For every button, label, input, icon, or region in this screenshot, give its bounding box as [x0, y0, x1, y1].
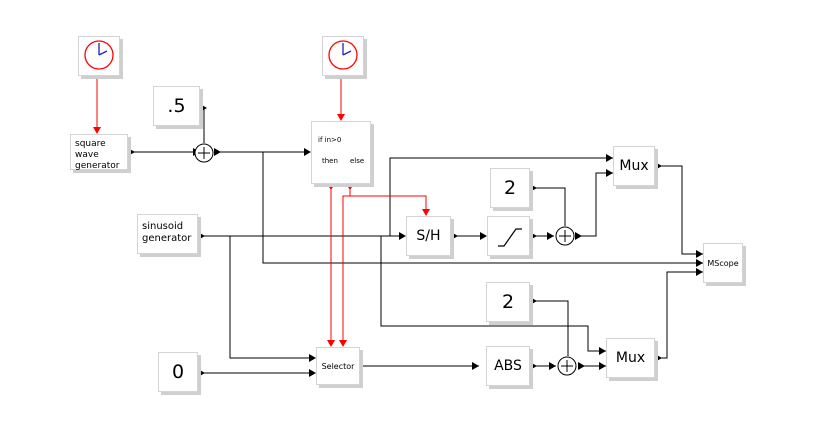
arrowhead	[655, 354, 662, 362]
constant-zero-block[interactable]: 0	[158, 352, 198, 392]
abs-block[interactable]: ABS	[486, 346, 530, 386]
selector-label: Selector	[321, 361, 355, 371]
selector-block[interactable]: Selector	[316, 347, 360, 385]
arrowhead	[696, 268, 703, 276]
link-sin-to-mux-bottom[interactable]	[380, 236, 606, 352]
link-two-a-to-sum[interactable]	[530, 187, 566, 226]
arrowhead	[530, 232, 537, 240]
arrowhead	[472, 362, 479, 370]
saturation-block[interactable]	[487, 216, 530, 256]
sum-block-2[interactable]	[554, 225, 576, 247]
sum-block-1[interactable]	[193, 142, 215, 164]
mux-block-top[interactable]: Mux	[613, 146, 655, 186]
arrowhead	[606, 169, 613, 177]
arrowhead	[530, 297, 537, 305]
arrowhead	[198, 369, 205, 377]
event-arrowhead	[337, 114, 345, 121]
mux-top-label: Mux	[619, 158, 649, 174]
arrowhead	[547, 232, 554, 240]
arrowhead	[578, 362, 585, 370]
arrowhead	[655, 162, 662, 170]
mux-bottom-label: Mux	[615, 350, 646, 366]
sinusoid-label-1: sinusoid	[142, 221, 184, 232]
arrowhead	[530, 184, 537, 192]
arrowhead	[198, 232, 205, 240]
square-wave-label-1: square wave	[75, 139, 106, 160]
event-arrowhead	[327, 340, 335, 347]
square-wave-generator-block[interactable]: square wave generator	[70, 134, 128, 171]
link-half-to-sum[interactable]	[200, 107, 205, 143]
activation-links	[93, 76, 430, 347]
if-then-else-block[interactable]: if in>0 then else	[311, 121, 371, 184]
arrowhead	[480, 232, 487, 240]
arrowhead	[599, 362, 606, 370]
arrowhead	[304, 148, 311, 156]
sample-hold-block[interactable]: S/H	[406, 216, 451, 256]
link-two-b-to-sum[interactable]	[530, 300, 569, 356]
arrowhead	[575, 232, 582, 240]
square-wave-label-2: generator	[75, 161, 120, 171]
plus-circle-icon	[557, 356, 577, 376]
clock-block-2[interactable]	[322, 36, 364, 76]
sum-block-3[interactable]	[556, 355, 578, 377]
link-mux-bottom-to-mscope[interactable]	[655, 271, 703, 359]
constant-half-block[interactable]: .5	[153, 86, 200, 126]
arrowhead	[599, 347, 606, 355]
saturation-icon	[498, 228, 522, 247]
link-sum-to-mscope[interactable]	[262, 152, 703, 264]
arrowhead	[530, 362, 537, 370]
event-arrowhead	[327, 184, 335, 190]
event-arrowhead	[93, 127, 101, 134]
constant-two-label: 2	[503, 177, 517, 199]
constant-two-label: 2	[501, 291, 515, 313]
sample-hold-label: S/H	[416, 228, 441, 244]
arrowhead	[309, 369, 316, 377]
constant-half-label: .5	[167, 95, 186, 117]
mscope-block[interactable]: MScope	[703, 243, 743, 283]
plus-circle-icon	[194, 143, 214, 163]
arrowhead	[696, 250, 703, 258]
link-sin-to-mux-top[interactable]	[389, 157, 613, 236]
link-mux-top-to-mscope[interactable]	[655, 165, 703, 255]
sinusoid-label-2: generator	[142, 233, 192, 244]
arrowhead	[606, 154, 613, 162]
mscope-label: MScope	[707, 258, 739, 268]
arrowhead	[128, 148, 135, 156]
constant-two-block-bottom[interactable]: 2	[486, 282, 530, 322]
event-arrowhead	[346, 184, 354, 190]
constant-zero-label: 0	[171, 361, 185, 383]
sinusoid-generator-block[interactable]: sinusoid generator	[137, 214, 198, 254]
if-condition-label: if in>0	[318, 136, 342, 144]
else-label: else	[350, 157, 365, 165]
clock-icon	[84, 40, 114, 70]
arrowhead	[399, 232, 406, 240]
abs-label: ABS	[494, 358, 522, 374]
event-else-to-sh[interactable]	[350, 195, 427, 209]
event-arrowhead	[339, 340, 347, 347]
mux-block-bottom[interactable]: Mux	[606, 338, 655, 378]
constant-two-block-top[interactable]: 2	[490, 168, 530, 208]
arrowhead	[200, 104, 207, 112]
arrowhead	[549, 362, 556, 370]
clock-block-1[interactable]	[78, 36, 120, 76]
link-sinusoid-to-selector[interactable]	[229, 236, 309, 359]
event-arrowhead	[422, 209, 430, 216]
arrowhead	[451, 232, 458, 240]
then-label: then	[322, 157, 338, 165]
clock-icon	[328, 40, 358, 70]
regular-links	[128, 107, 703, 374]
arrowhead	[696, 259, 703, 267]
event-else-to-selector[interactable]	[342, 184, 351, 340]
link-sum-to-mux-top[interactable]	[575, 172, 613, 237]
arrowhead	[214, 148, 221, 156]
plus-circle-icon	[555, 226, 575, 246]
arrowhead	[309, 354, 316, 362]
